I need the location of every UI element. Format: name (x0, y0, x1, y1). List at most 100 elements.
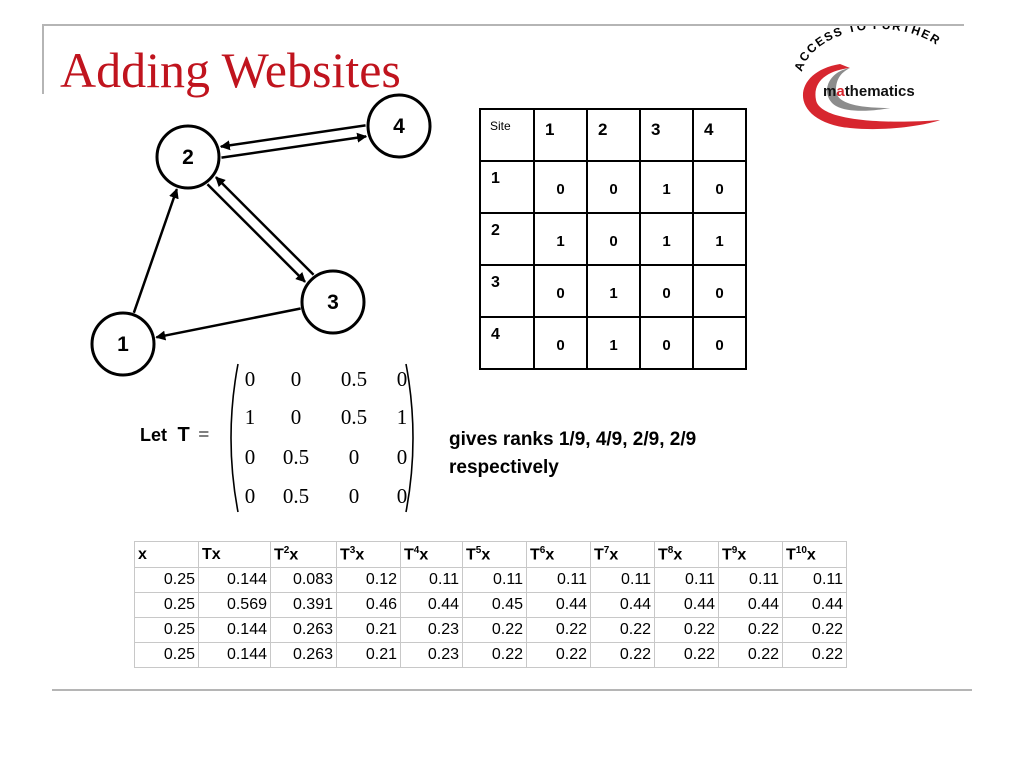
matrix-label: Let T = (140, 424, 209, 447)
iteration-cell: 0.083 (270, 567, 337, 593)
iteration-cell: 0.391 (270, 592, 337, 618)
iteration-header: T5x (462, 541, 527, 568)
iteration-header-base: T (658, 546, 668, 564)
matrix-right-paren (405, 363, 414, 513)
graph-node-label: 2 (182, 146, 194, 169)
iteration-header-power: 8 (667, 544, 674, 556)
graph-edge-3-to-2 (215, 176, 315, 276)
iteration-cell: 0.144 (198, 617, 271, 643)
iteration-header-power: 6 (539, 544, 546, 556)
site-table-cell: 0 (639, 264, 694, 318)
iteration-cell: 0.22 (654, 642, 719, 668)
graph-node-3 (300, 269, 366, 335)
iteration-cell: 0.22 (654, 617, 719, 643)
matrix-entry: 0 (397, 367, 408, 391)
iteration-header: T4x (400, 541, 463, 568)
site-table-corner: Site (479, 108, 535, 162)
matrix-entry: 0 (245, 367, 256, 391)
iteration-cell: 0.22 (590, 617, 655, 643)
site-table-cell: 0 (533, 160, 588, 214)
iteration-header-power: 2 (283, 544, 290, 556)
graph-edge-4-to-2 (219, 124, 366, 151)
iteration-cell: 0.11 (400, 567, 463, 593)
graph-edge-3-to-1 (155, 307, 301, 341)
site-table-row-header: 4 (479, 316, 535, 370)
iteration-cell: 0.22 (462, 617, 527, 643)
iteration-header: Tx (198, 541, 271, 568)
iteration-cell: 0.45 (462, 592, 527, 618)
site-table-col-header: 1 (533, 108, 588, 162)
iteration-header-base: T (274, 546, 284, 564)
matrix-entry: 0.5 (283, 445, 309, 469)
iteration-cell: 0.263 (270, 642, 337, 668)
iteration-cell: 0.44 (526, 592, 591, 618)
iteration-header-base: T (404, 546, 414, 564)
iteration-header-vector: x (737, 546, 747, 564)
iteration-cell: 0.263 (270, 617, 337, 643)
iteration-header-vector: x (806, 546, 816, 564)
matrix-entry: 0.5 (341, 405, 367, 429)
iteration-cell: 0.46 (336, 592, 401, 618)
slide-title: Adding Websites (60, 42, 401, 98)
iteration-cell: 0.22 (590, 642, 655, 668)
iteration-header-vector: x (545, 546, 555, 564)
iteration-header: T8x (654, 541, 719, 568)
iteration-cell: 0.22 (782, 642, 847, 668)
site-table-col-header: 2 (586, 108, 641, 162)
iteration-header-power: 7 (603, 544, 610, 556)
iteration-cell: 0.21 (336, 642, 401, 668)
iteration-cell: 0.22 (718, 642, 783, 668)
iteration-header-power: 5 (475, 544, 482, 556)
logo-swoosh (802, 64, 940, 130)
iteration-cell: 0.144 (198, 567, 271, 593)
iteration-cell: 0.22 (718, 617, 783, 643)
frame-left-rule (42, 24, 44, 94)
site-table-cell: 0 (586, 160, 641, 214)
matrix-entry: 0 (397, 445, 408, 469)
iteration-cell: 0.12 (336, 567, 401, 593)
iteration-header-base: T (722, 546, 732, 564)
iteration-cell: 0.144 (198, 642, 271, 668)
iteration-cell: 0.569 (198, 592, 271, 618)
iteration-header-vector: x (609, 546, 619, 564)
matrix-symbol: T (177, 424, 190, 446)
iteration-header: T6x (526, 541, 591, 568)
graph-edge-2-to-4 (221, 132, 368, 159)
ranks-caption: gives ranks 1/9, 4/9, 2/9, 2/9 respectiv… (449, 426, 696, 482)
iteration-cell: 0.11 (590, 567, 655, 593)
site-table-cell: 0 (586, 212, 641, 266)
iteration-cell: 0.25 (134, 617, 199, 643)
matrix-entry: 0 (349, 484, 360, 508)
site-table-cell: 0 (692, 316, 747, 370)
site-table-cell: 1 (586, 316, 641, 370)
iteration-cell: 0.11 (782, 567, 847, 593)
iteration-cell: 0.22 (526, 642, 591, 668)
graph-node-label: 4 (393, 115, 405, 138)
iteration-header-power: 3 (349, 544, 356, 556)
site-table-cell: 0 (692, 160, 747, 214)
site-table-cell: 0 (533, 316, 588, 370)
ranks-line-2: respectively (449, 457, 559, 478)
matrix-entry: 0.5 (283, 484, 309, 508)
iteration-header-base: T (340, 546, 350, 564)
matrix-entry: 0 (245, 484, 256, 508)
graph-edge-1-to-2 (132, 188, 179, 314)
frame-top-rule (42, 24, 964, 26)
iteration-cell: 0.22 (526, 617, 591, 643)
site-table-row-header: 3 (479, 264, 535, 318)
iteration-cell: 0.11 (526, 567, 591, 593)
matrix-entry: 0 (291, 405, 302, 429)
iteration-header: T9x (718, 541, 783, 568)
iteration-header-vector: x (419, 546, 429, 564)
iteration-cell: 0.44 (782, 592, 847, 618)
graph-node-1 (90, 311, 156, 377)
iteration-cell: 0.11 (462, 567, 527, 593)
matrix-entry: 0 (245, 445, 256, 469)
